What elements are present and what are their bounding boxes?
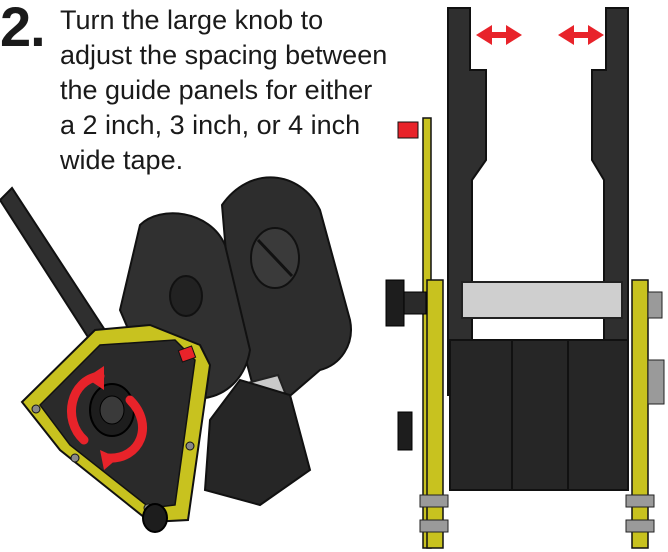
front-roller (449, 339, 629, 491)
tape-roller (203, 378, 312, 507)
rotate-arrow-icon (67, 366, 147, 470)
instruction-line: wide tape. (60, 145, 184, 175)
red-pin (177, 345, 197, 363)
horizontal-double-arrow-icon (558, 25, 604, 45)
instruction-line: a 2 inch, 3 inch, or 4 inch (60, 110, 361, 140)
small-knob (397, 411, 413, 451)
right-guide-panel (591, 7, 629, 396)
left-guide-panel (447, 7, 487, 396)
instruction-line: adjust the spacing between (60, 40, 388, 70)
center-shaft (461, 281, 623, 319)
large-knob (385, 279, 405, 327)
instruction-line: the guide panels for either (60, 75, 373, 105)
small-knob (142, 503, 168, 533)
right-yellow-plate (631, 279, 649, 549)
instruction-text: Turn the large knob to adjust the spacin… (60, 3, 420, 178)
red-pin (397, 121, 419, 139)
step-number: 2. (0, 0, 46, 58)
front-view-assembly (385, 7, 665, 549)
instruction-line: Turn the large knob to (60, 5, 324, 35)
perspective-assembly (0, 176, 352, 533)
horizontal-double-arrow-icon (476, 25, 522, 45)
rear-guide-panel (220, 176, 352, 422)
